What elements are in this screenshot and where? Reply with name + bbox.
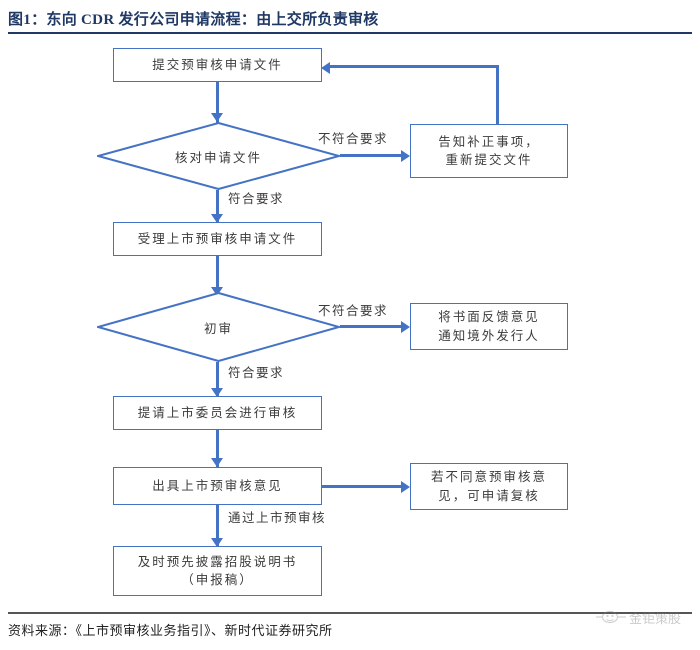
edge-n3-d2-line <box>216 256 219 298</box>
node-disclose-prospectus[interactable]: 及时预先披露招股说明书 （申报稿） <box>113 546 322 596</box>
edge-label-qualified-2: 符合要求 <box>228 366 285 380</box>
edge-n6-n8-line <box>216 505 219 546</box>
watermark: 金钜策股 <box>596 604 694 630</box>
edge-d1-n3-line <box>216 190 219 222</box>
edge-d2-n4-arrow <box>401 320 410 333</box>
edge-n5-n6-line <box>216 430 219 476</box>
decision-preliminary-review-label: 初审 <box>203 321 233 336</box>
node-accept-application[interactable]: 受理上市预审核申请文件 <box>113 222 322 256</box>
flowchart-canvas: 提交预审核申请文件 核对申请文件 不符合要求 告知补正事项， 重新提交文件 符合… <box>0 36 700 602</box>
footer-divider <box>8 612 692 614</box>
node-submit-application[interactable]: 提交预审核申请文件 <box>113 48 322 82</box>
edge-n6-n8-arrow <box>211 538 223 547</box>
edge-d1-n2-arrow <box>401 149 410 162</box>
edge-d2-n5-line <box>216 362 219 396</box>
edge-n2-n1-hline <box>330 65 499 68</box>
edge-label-passed: 通过上市预审核 <box>228 511 327 525</box>
page-title: 图1：东向 CDR 发行公司申请流程：由上交所负责审核 <box>8 12 379 28</box>
edge-n5-n6-arrow <box>211 458 223 467</box>
node-written-feedback[interactable]: 将书面反馈意见 通知境外发行人 <box>410 303 568 350</box>
decision-check-application-label: 核对申请文件 <box>174 150 262 165</box>
edge-label-qualified-1: 符合要求 <box>228 192 285 206</box>
edge-label-not-qualified-2: 不符合要求 <box>318 304 389 318</box>
edge-d2-n5-arrow <box>211 388 223 397</box>
edge-d1-n3-arrow <box>211 214 223 223</box>
decision-preliminary-review[interactable]: 初审 <box>97 292 340 362</box>
edge-n3-d2-arrow <box>211 287 223 296</box>
node-request-committee-review[interactable]: 提请上市委员会进行审核 <box>113 396 322 430</box>
source-note: 资料来源：《上市预审核业务指引》、新时代证券研究所 <box>8 623 333 638</box>
edge-n1-d1-arrow <box>211 113 223 122</box>
node-issue-review-opinion[interactable]: 出具上市预审核意见 <box>113 467 322 505</box>
edge-n2-n1-vline <box>496 65 499 124</box>
decision-check-application[interactable]: 核对申请文件 <box>97 122 340 190</box>
edge-n6-n7-line <box>322 485 404 488</box>
edge-label-not-qualified-1: 不符合要求 <box>318 132 389 146</box>
watermark-logo-icon <box>596 610 626 624</box>
watermark-text: 金钜策股 <box>629 610 682 626</box>
edge-d1-n2-line <box>340 154 404 157</box>
node-appeal-review[interactable]: 若不同意预审核意 见，可申请复核 <box>410 463 568 510</box>
diamond-shape-1 <box>97 122 340 190</box>
node-notify-correction[interactable]: 告知补正事项， 重新提交文件 <box>410 124 568 178</box>
edge-n2-n1-arrow <box>321 61 330 74</box>
title-divider <box>8 32 692 34</box>
edge-d2-n4-line <box>340 325 404 328</box>
edge-n6-n7-arrow <box>401 480 410 493</box>
diamond-shape-2 <box>97 292 340 362</box>
